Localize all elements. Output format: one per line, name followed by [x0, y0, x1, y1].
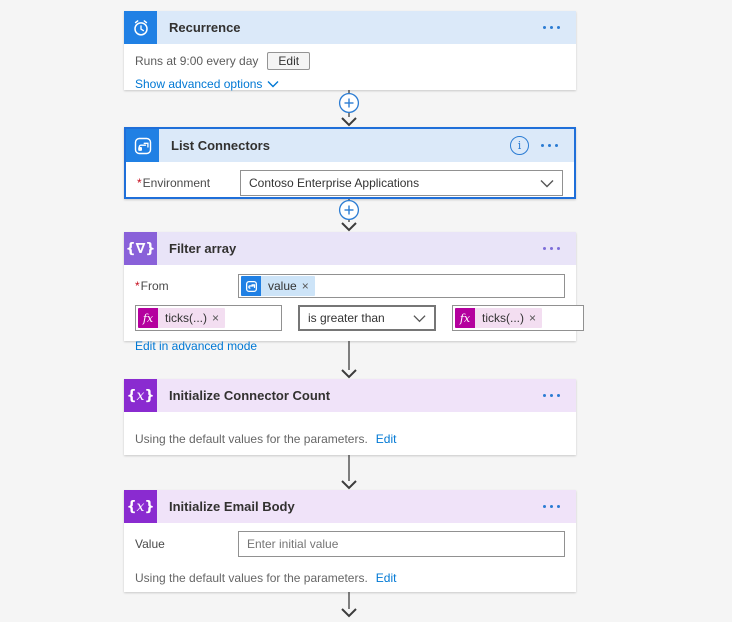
value-token[interactable]: value × [241, 276, 315, 296]
power-automate-token-icon [241, 276, 261, 296]
initialize-email-body-card-header[interactable]: {x} Initialize Email Body [124, 490, 576, 523]
environment-dropdown[interactable]: Contoso Enterprise Applications [240, 170, 563, 196]
edit-advanced-mode-link[interactable]: Edit in advanced mode [135, 339, 258, 353]
filter-array-card-header[interactable]: {∇} Filter array [124, 232, 576, 265]
more-menu-button[interactable] [541, 243, 562, 254]
chevron-down-icon [540, 179, 554, 187]
from-input[interactable]: value × [238, 274, 565, 298]
action-card-recurrence: Recurrence Runs at 9:00 every day Edit S… [124, 11, 576, 91]
filter-array-icon: {∇} [124, 232, 157, 265]
list-connectors-card-header[interactable]: List Connectors i [126, 129, 574, 162]
environment-field-label: *Environment [137, 176, 211, 190]
remove-token-icon[interactable]: × [301, 279, 309, 293]
fx-expression-icon: fx [455, 308, 475, 328]
insert-new-step-button[interactable] [338, 92, 360, 114]
recurrence-edit-button[interactable]: Edit [267, 52, 311, 70]
initialize-connector-count-card-header[interactable]: {x} Initialize Connector Count [124, 379, 576, 412]
more-menu-button[interactable] [541, 390, 562, 401]
token-label: ticks(...) [482, 311, 524, 325]
condition-right-operand-input[interactable]: fx ticks(...) × [452, 305, 584, 331]
token-label: ticks(...) [165, 311, 207, 325]
initialize-variable-icon: {x} [124, 490, 157, 523]
defaults-text: Using the default values for the paramet… [135, 432, 368, 446]
card-title: Initialize Connector Count [169, 388, 331, 403]
power-automate-connector-icon [126, 129, 159, 162]
remove-token-icon[interactable]: × [529, 311, 537, 325]
condition-left-operand-input[interactable]: fx ticks(...) × [135, 305, 282, 331]
initialize-variable-icon: {x} [124, 379, 157, 412]
show-advanced-options-link[interactable]: Show advanced options [135, 77, 263, 91]
token-label: value [268, 279, 297, 293]
insert-new-step-button[interactable] [338, 199, 360, 221]
step-connector-arrow [337, 592, 361, 618]
value-field-label: Value [135, 537, 165, 551]
required-mark: * [137, 176, 142, 190]
action-card-initialize-email-body: {x} Initialize Email Body Value Using th… [124, 490, 576, 592]
more-menu-button[interactable] [541, 22, 562, 33]
chevron-down-icon [267, 81, 279, 88]
expression-token[interactable]: fx ticks(...) × [138, 308, 226, 328]
chevron-down-icon [413, 314, 426, 322]
action-card-initialize-connector-count: {x} Initialize Connector Count Using the… [124, 379, 576, 455]
defaults-text: Using the default values for the paramet… [135, 571, 368, 585]
remove-token-icon[interactable]: × [212, 311, 220, 325]
edit-parameters-link[interactable]: Edit [375, 571, 397, 585]
action-card-filter-array: {∇} Filter array *From [124, 232, 584, 353]
environment-selected-value: Contoso Enterprise Applications [249, 176, 420, 190]
operator-selected-value: is greater than [308, 311, 385, 325]
more-menu-button[interactable] [539, 140, 560, 151]
expression-token[interactable]: fx ticks(...) × [455, 308, 543, 328]
insert-step-connector [337, 199, 361, 232]
step-connector-arrow [337, 455, 361, 490]
step-connector-arrow [337, 341, 361, 379]
action-card-list-connectors: List Connectors i *Environment Contoso E… [124, 127, 576, 199]
edit-parameters-link[interactable]: Edit [375, 432, 397, 446]
card-title: Recurrence [169, 20, 241, 35]
recurrence-clock-icon [124, 11, 157, 44]
card-title: List Connectors [171, 138, 270, 153]
recurrence-card-header[interactable]: Recurrence [124, 11, 576, 44]
more-menu-button[interactable] [541, 501, 562, 512]
fx-expression-icon: fx [138, 308, 158, 328]
condition-operator-dropdown[interactable]: is greater than [298, 305, 436, 331]
card-title: Filter array [169, 241, 237, 256]
insert-step-connector [337, 90, 361, 127]
info-icon[interactable]: i [510, 136, 529, 155]
from-field-label: *From [135, 279, 169, 293]
recurrence-summary: Runs at 9:00 every day [135, 54, 259, 68]
value-input[interactable] [238, 531, 565, 557]
card-title: Initialize Email Body [169, 499, 295, 514]
required-mark: * [135, 279, 140, 293]
